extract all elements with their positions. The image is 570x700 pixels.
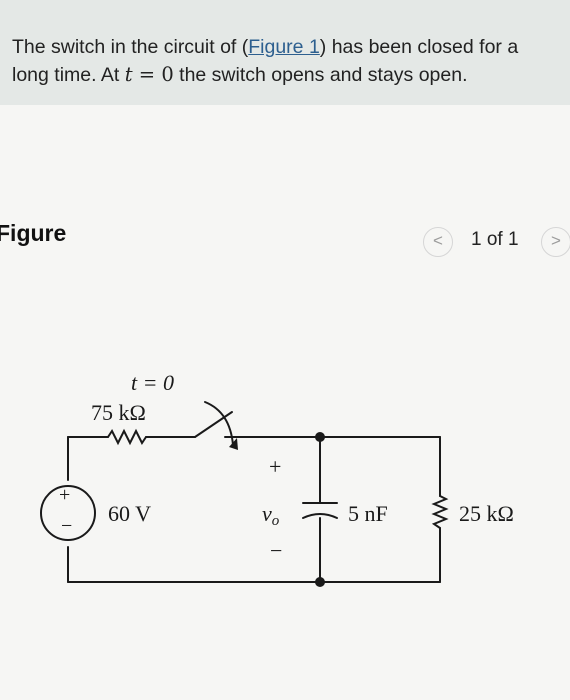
capacitor-label: 5 nF	[348, 501, 388, 526]
math-variable: t	[124, 63, 133, 86]
source-plus: +	[59, 484, 70, 506]
resistor2-label: 25 kΩ	[459, 501, 514, 526]
source-minus: −	[61, 515, 72, 537]
capacitor-plate-bottom	[302, 513, 338, 519]
switch-blade	[194, 411, 233, 438]
resistor-75k	[107, 428, 147, 446]
resistor1-label: 75 kΩ	[91, 400, 146, 425]
next-figure-button[interactable]: >	[541, 227, 570, 257]
vo-minus: −	[270, 538, 282, 563]
vo-label: vo	[262, 501, 280, 529]
source-label: 60 V	[108, 501, 151, 526]
switch-label: t = 0	[131, 370, 174, 395]
problem-text: The switch in the circuit of (Figure 1) …	[12, 36, 519, 86]
switch-arrowhead	[229, 438, 238, 450]
figure-page-count: 1 of 1	[471, 229, 519, 250]
vo-plus: +	[269, 454, 281, 479]
figure-title: Figure	[0, 220, 67, 246]
junction-dot-bottom	[315, 577, 325, 587]
problem-statement: The switch in the circuit of (Figure 1) …	[0, 0, 570, 105]
chevron-left-icon: <	[433, 231, 443, 250]
voltage-source	[40, 485, 96, 541]
junction-dot-top	[315, 432, 325, 442]
math-equation: = 0	[132, 63, 174, 86]
circuit-diagram: t = 0 75 kΩ + − 60 V + vo − 5 nF 25 kΩ	[40, 370, 514, 587]
resistor-25k	[431, 495, 449, 529]
figure-link[interactable]: Figure 1	[248, 36, 320, 58]
chevron-right-icon: >	[551, 231, 561, 250]
switch-arrow	[204, 401, 234, 446]
figure-header: Figure < 1 of 1 >	[0, 218, 570, 258]
prev-figure-button[interactable]: <	[423, 227, 453, 257]
